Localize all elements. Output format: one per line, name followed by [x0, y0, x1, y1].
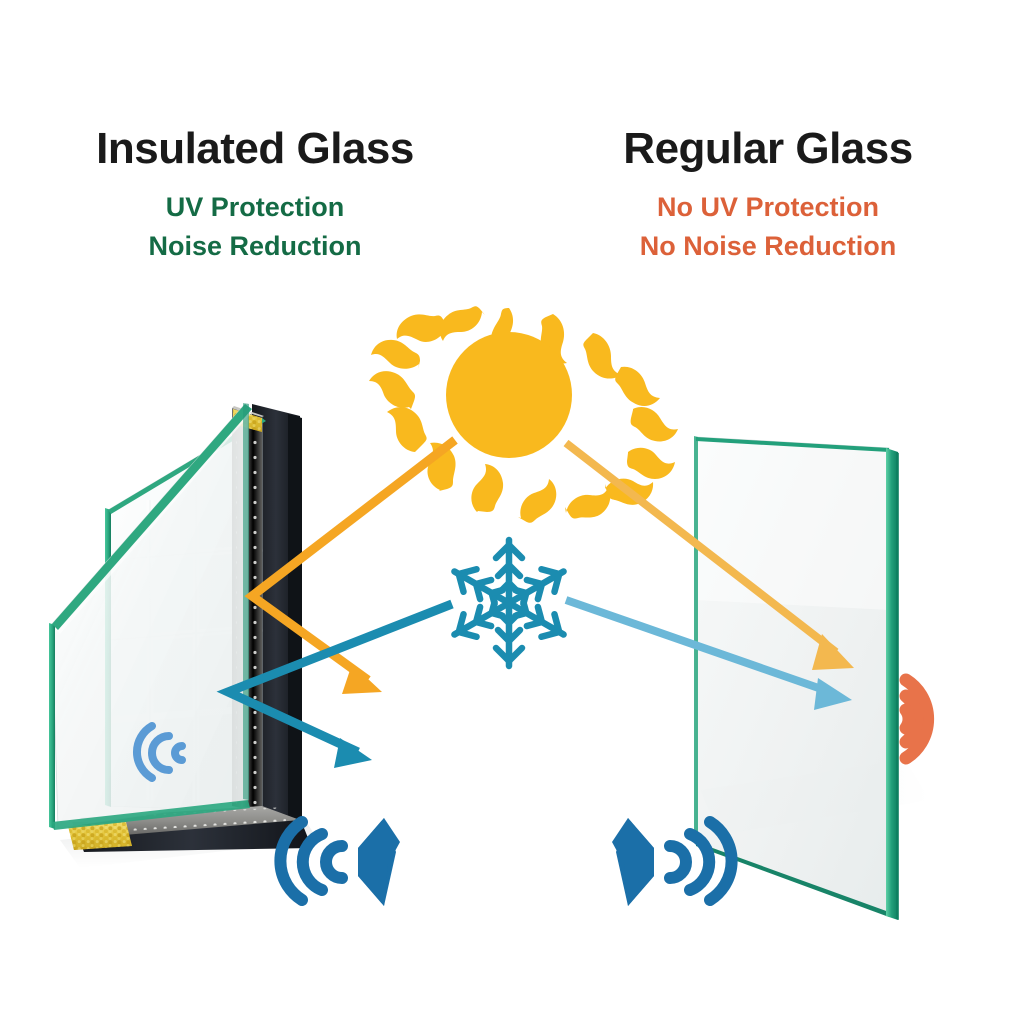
sound-wave-icon	[132, 722, 186, 782]
speaker-icon	[612, 816, 738, 906]
sun-disc	[446, 332, 572, 458]
drawback-no-noise-reduction: No Noise Reduction	[639, 230, 897, 261]
heat-ray-transmitted	[564, 596, 852, 710]
page-title-insulated: Insulated Glass	[96, 124, 414, 173]
sound-wave-icon	[899, 673, 935, 765]
page-title-regular: Regular Glass	[623, 124, 913, 173]
speaker-icon	[274, 816, 400, 906]
snowflake-icon	[451, 536, 567, 670]
sun-icon	[369, 306, 678, 523]
heat-ray-reflected	[216, 599, 454, 768]
benefit-noise-reduction: Noise Reduction	[148, 230, 362, 261]
column-heading-regular: Regular Glass No UV Protection No Noise …	[538, 124, 998, 265]
uv-ray-transmitted	[563, 439, 854, 670]
drawback-no-uv-protection: No UV Protection	[656, 192, 879, 223]
insulated-glass-unit	[49, 403, 318, 868]
column-heading-insulated: Insulated Glass UV Protection Noise Redu…	[25, 124, 485, 265]
benefit-uv-protection: UV Protection	[165, 192, 345, 223]
